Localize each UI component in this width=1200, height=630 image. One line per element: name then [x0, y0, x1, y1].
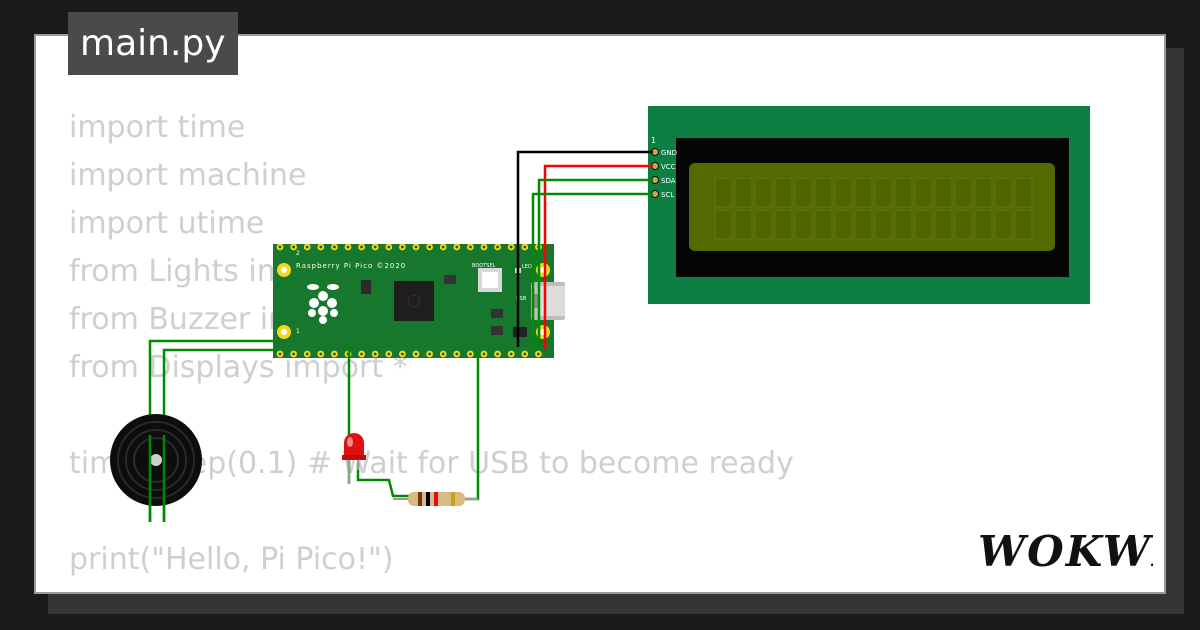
lcd-cell — [714, 177, 733, 208]
code-line: red_led = Light(25, "Internal LED") — [69, 584, 794, 592]
lcd-cell — [994, 209, 1013, 240]
lcd-cell — [874, 177, 893, 208]
lcd-cell — [854, 177, 873, 208]
file-tab[interactable]: main.py — [68, 12, 238, 75]
lcd-cell — [794, 177, 813, 208]
lcd-cell — [934, 209, 953, 240]
buzzer[interactable] — [110, 414, 202, 522]
lcd-cell — [1014, 209, 1033, 240]
lcd-cell — [914, 209, 933, 240]
flash-chip — [361, 280, 371, 294]
led-body — [344, 433, 364, 458]
code-line: import utime — [69, 206, 265, 241]
wire-vcc[interactable] — [543, 164, 653, 350]
usb-label: USB — [516, 296, 527, 302]
lcd-cell — [934, 177, 953, 208]
led-label: LED — [522, 264, 532, 270]
resistor-band — [426, 492, 430, 506]
wire-sda[interactable] — [537, 178, 653, 350]
lcd-cell — [734, 177, 753, 208]
lcd-cell — [854, 209, 873, 240]
lcd-pin-label: SCL — [661, 191, 674, 199]
lcd-cell — [974, 177, 993, 208]
lcd-cell — [874, 209, 893, 240]
lcd-cell — [914, 177, 933, 208]
code-line: print("Hello, Pi Pico!") — [69, 542, 394, 577]
resistor-band — [451, 492, 455, 506]
wokwi-logo-text: WOKWI — [978, 527, 1153, 576]
wokwi-logo[interactable]: WOKWI — [978, 522, 1153, 577]
pico-board[interactable]: Raspberry Pi Pico ©2020 BOOTSEL LED USB … — [273, 243, 565, 358]
lcd-pin-label: SDA — [661, 177, 676, 185]
red-led[interactable] — [342, 433, 366, 484]
lcd-cell — [974, 209, 993, 240]
lcd-pin-label: GND — [661, 149, 677, 157]
lcd-cell — [754, 209, 773, 240]
pin-label-2: 2 — [296, 250, 300, 257]
rp2040-chip — [394, 281, 434, 321]
regulator — [491, 326, 503, 335]
lcd-pin-number: 1 — [651, 136, 656, 145]
wire-resistor[interactable] — [465, 350, 480, 501]
buzzer-center — [150, 454, 162, 466]
wire-gnd[interactable] — [516, 150, 653, 347]
lcd-cell — [734, 209, 753, 240]
lcd-cell — [814, 209, 833, 240]
lcd-pin-label: VCC — [661, 163, 676, 171]
raspberry-pi-logo-icon — [307, 284, 339, 324]
resistor-band — [434, 492, 438, 506]
lcd-cell — [954, 177, 973, 208]
regulator — [491, 309, 503, 318]
pico-pin-header — [276, 243, 542, 358]
lcd-cell — [814, 177, 833, 208]
lcd-cell — [794, 209, 813, 240]
lcd-module[interactable]: 1 GND VCC SDA SCL — [648, 106, 1090, 304]
bootsel-label: BOOTSEL — [472, 263, 496, 269]
lcd-cell — [754, 177, 773, 208]
lcd-character-cells — [714, 177, 1033, 240]
lcd-cell — [834, 209, 853, 240]
lcd-cell — [954, 209, 973, 240]
lcd-cell — [834, 177, 853, 208]
lcd-cell — [1014, 177, 1033, 208]
wire-led-cathode[interactable] — [356, 463, 412, 498]
lcd-cell — [994, 177, 1013, 208]
wire-scl[interactable] — [531, 192, 653, 350]
lcd-cell — [774, 209, 793, 240]
lcd-cell — [894, 209, 913, 240]
pico-title: Raspberry Pi Pico ©2020 — [296, 262, 406, 270]
lcd-cell — [894, 177, 913, 208]
smd-component — [513, 327, 527, 337]
lcd-cell — [714, 209, 733, 240]
resistor[interactable] — [393, 492, 478, 506]
pin-label-1: 1 — [296, 328, 300, 335]
crystal — [444, 275, 456, 284]
code-line: import machine — [69, 158, 307, 193]
resistor-band — [418, 492, 422, 506]
code-line: import time — [69, 110, 246, 145]
lcd-cell — [774, 177, 793, 208]
